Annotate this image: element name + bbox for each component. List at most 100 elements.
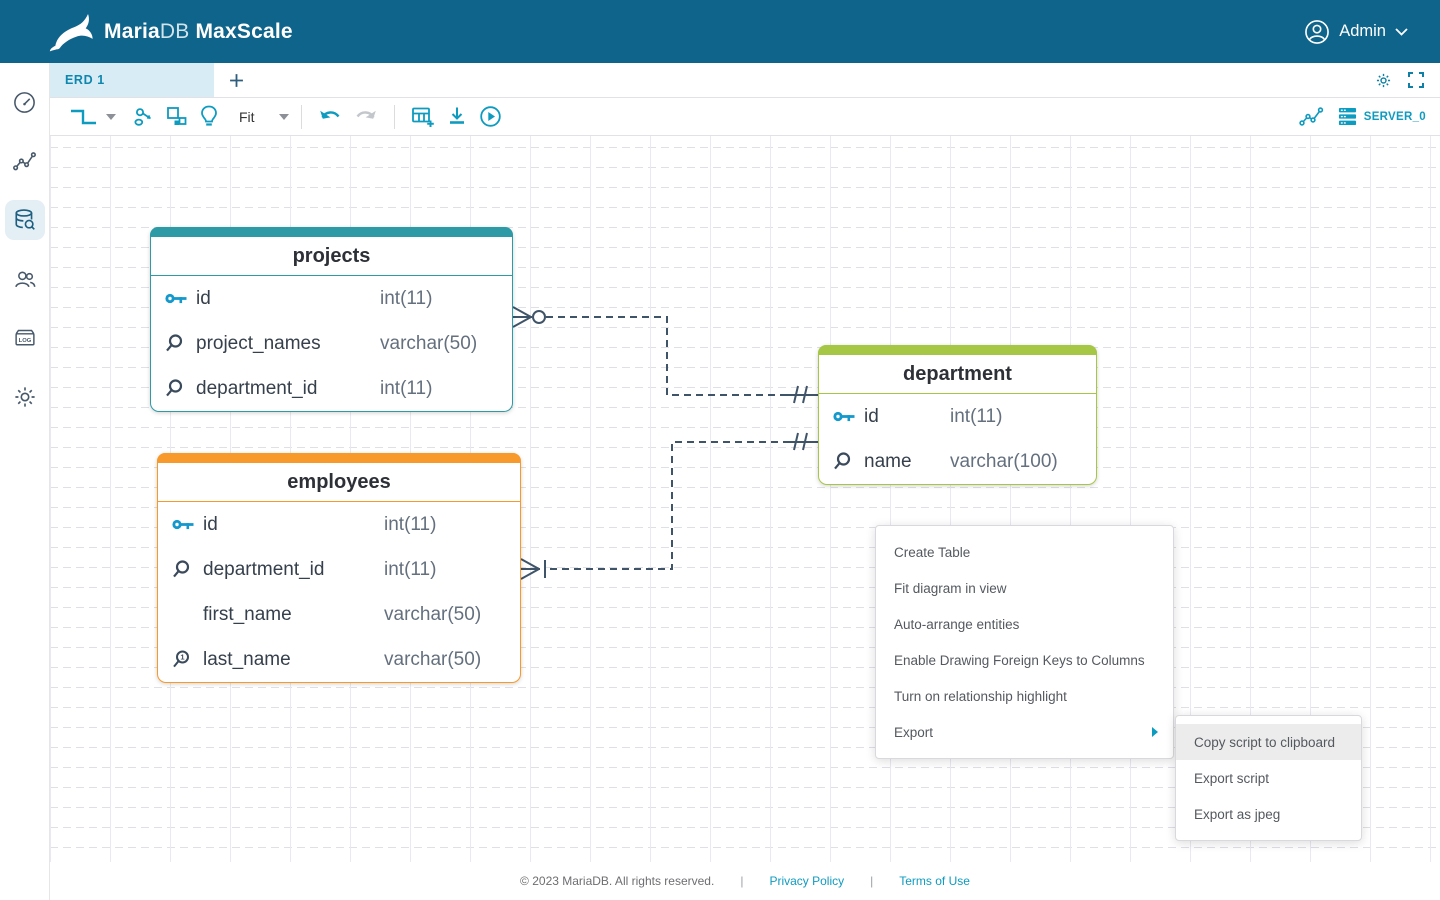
entity-header-bar: [150, 227, 513, 237]
create-table-button[interactable]: [405, 102, 441, 132]
field-row[interactable]: name varchar(100): [819, 439, 1096, 484]
submenu-arrow-icon: [1151, 727, 1159, 738]
erd-toolbar: Fit: [50, 98, 1440, 136]
field-row[interactable]: project_names varchar(50): [151, 321, 512, 366]
field-name: id: [864, 405, 879, 427]
relationship-shape-button[interactable]: [62, 102, 104, 132]
field-type: int(11): [380, 377, 433, 399]
field-type: varchar(100): [950, 450, 1058, 472]
app-title: MariaDB MaxScale: [104, 20, 293, 44]
tab-erd-1[interactable]: ERD 1: [50, 63, 214, 97]
brand-db: DB: [159, 19, 190, 43]
draw-foreign-key-button[interactable]: [126, 102, 160, 132]
apply-script-button[interactable]: [473, 102, 508, 132]
fullscreen-button[interactable]: [1408, 72, 1424, 88]
footer: © 2023 MariaDB. All rights reserved. | P…: [50, 862, 1440, 900]
field-row[interactable]: first_name varchar(50): [158, 592, 520, 637]
toolbar-divider: [393, 104, 395, 129]
admin-label: Admin: [1339, 22, 1386, 40]
entity-header-bar: [818, 345, 1097, 355]
diagram-settings-button[interactable]: [1375, 72, 1392, 89]
field-row[interactable]: department_id int(11): [158, 547, 520, 592]
sidebar-item-users[interactable]: [5, 259, 45, 299]
field-name: id: [196, 287, 211, 309]
entity-title: employees: [158, 463, 520, 502]
field-row[interactable]: id int(11): [151, 276, 512, 321]
index-icon: [165, 334, 196, 353]
primary-key-icon: [172, 518, 203, 531]
submenu-item-export-jpeg[interactable]: Export as jpeg: [1194, 806, 1281, 822]
menu-item-auto-arrange[interactable]: Auto-arrange entities: [894, 616, 1020, 632]
toolbar-divider: [300, 104, 302, 129]
index-icon: [833, 452, 864, 471]
field-name: id: [203, 513, 218, 535]
field-type: varchar(50): [384, 648, 482, 670]
field-name: project_names: [196, 332, 321, 354]
add-tab-icon: [229, 73, 243, 87]
submenu-item-export-script[interactable]: Export script: [1194, 770, 1270, 786]
brand: MariaDB MaxScale: [48, 10, 293, 54]
index-icon: [165, 379, 196, 398]
field-name: name: [864, 450, 912, 472]
admin-menu[interactable]: Admin: [1304, 0, 1408, 63]
sidebar-item-dashboard[interactable]: [5, 82, 45, 122]
footer-separator: |: [870, 874, 874, 888]
menu-item-export[interactable]: Export: [876, 714, 1173, 750]
entity-header-bar: [157, 453, 521, 463]
menu-item-label: Export: [894, 724, 934, 740]
field-type: int(11): [950, 405, 1003, 427]
undo-button[interactable]: [312, 102, 348, 132]
field-row[interactable]: department_id int(11): [151, 366, 512, 411]
add-tab-button[interactable]: [214, 63, 258, 97]
export-script-button[interactable]: [441, 102, 473, 132]
tab-bar: ERD 1: [50, 63, 1440, 98]
field-type: int(11): [384, 558, 437, 580]
relationship-highlight-button[interactable]: [193, 102, 225, 132]
field-row[interactable]: id int(11): [158, 502, 520, 547]
sidebar-item-query-editor[interactable]: [4, 200, 45, 240]
zoom-select[interactable]: Fit: [239, 108, 255, 125]
svg-text:LOG: LOG: [18, 338, 31, 344]
chevron-down-icon: [1395, 27, 1408, 36]
auto-arrange-button[interactable]: [160, 102, 193, 132]
menu-item-fit-diagram[interactable]: Fit diagram in view: [894, 580, 1007, 596]
entity-department[interactable]: department id int(11) name varchar(100): [818, 345, 1097, 485]
copyright-text: © 2023 MariaDB. All rights reserved.: [520, 874, 715, 888]
app-header: MariaDB MaxScale Admin: [0, 0, 1440, 63]
entity-title: department: [819, 355, 1096, 394]
entity-projects[interactable]: projects id int(11) project_names varcha…: [150, 227, 513, 412]
index-icon: [172, 560, 203, 579]
visualize-schema-button[interactable]: [1299, 106, 1324, 127]
canvas-context-menu: Create Table Fit diagram in view Auto-ar…: [875, 525, 1174, 759]
field-name: last_name: [203, 648, 291, 670]
terms-of-use-link[interactable]: Terms of Use: [899, 874, 970, 888]
sidebar-item-visualization[interactable]: [5, 141, 45, 181]
brand-product: MaxScale: [195, 19, 293, 43]
sidebar-item-settings[interactable]: [5, 377, 45, 417]
sidebar-item-logs[interactable]: LOG: [5, 318, 45, 358]
menu-item-create-table[interactable]: Create Table: [894, 544, 971, 560]
footer-separator: |: [740, 874, 744, 888]
erd-canvas[interactable]: projects id int(11) project_names varcha…: [50, 136, 1440, 862]
submenu-item-copy-script[interactable]: Copy script to clipboard: [1176, 724, 1361, 760]
server-icon: [1338, 107, 1356, 126]
user-avatar-icon: [1304, 19, 1330, 45]
entity-employees[interactable]: employees id int(11) department_id int(1…: [157, 453, 521, 683]
field-type: int(11): [384, 513, 437, 535]
tab-label: ERD 1: [65, 73, 105, 87]
field-type: int(11): [380, 287, 433, 309]
field-type: varchar(50): [380, 332, 478, 354]
field-row[interactable]: id int(11): [819, 394, 1096, 439]
server-connection[interactable]: SERVER_0: [1338, 107, 1426, 126]
relationship-shape-caret[interactable]: [104, 113, 118, 120]
field-row[interactable]: 1 last_name varchar(50): [158, 637, 520, 682]
svg-text:1: 1: [180, 653, 184, 662]
mariadb-seal-logo-icon: [48, 10, 94, 54]
sidebar: LOG: [0, 63, 50, 900]
field-type: varchar(50): [384, 603, 482, 625]
privacy-policy-link[interactable]: Privacy Policy: [769, 874, 845, 888]
redo-button[interactable]: [348, 102, 384, 132]
zoom-select-caret[interactable]: [277, 113, 291, 120]
menu-item-relationship-highlight[interactable]: Turn on relationship highlight: [894, 688, 1067, 704]
menu-item-enable-fk-drawing[interactable]: Enable Drawing Foreign Keys to Columns: [894, 652, 1145, 668]
